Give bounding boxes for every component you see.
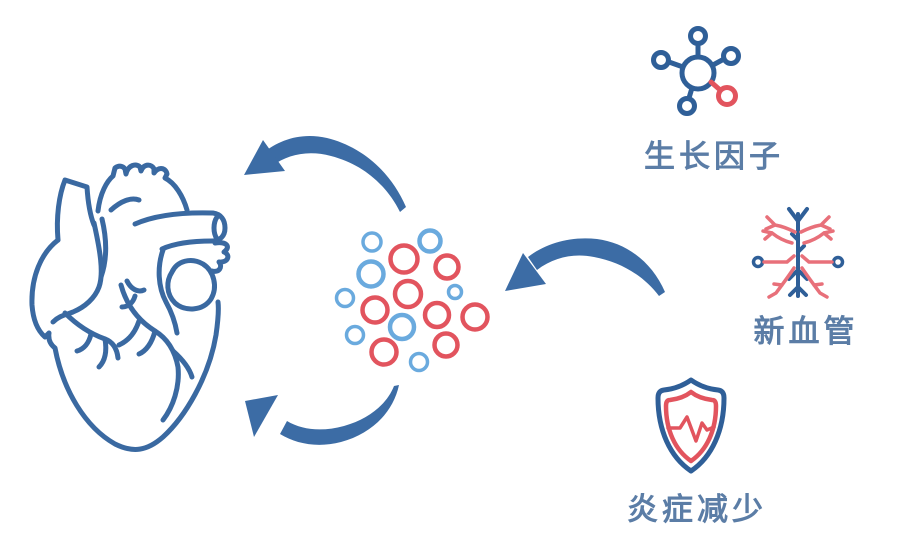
cluster-circle-red	[392, 278, 424, 310]
heart-auricle	[165, 258, 217, 312]
cluster-circle-blue	[417, 228, 443, 254]
heart-svc-vessel	[54, 177, 97, 243]
arrow-head	[245, 395, 278, 437]
reduced-inflammation-label: 炎症减少	[627, 492, 767, 527]
cluster-circle-blue	[387, 312, 417, 342]
vessel-end-node	[831, 255, 845, 269]
heart-pulmonary-tube	[132, 210, 228, 252]
capillary	[802, 229, 835, 245]
heart-top-vessel-2	[119, 293, 138, 310]
vessel-top-fork	[787, 207, 809, 223]
heart-coronary-branch-1	[116, 318, 142, 348]
cluster-circle-red	[432, 331, 460, 359]
molecule-node-red	[716, 85, 738, 107]
arrow-head	[244, 140, 285, 175]
heart-arch-inner-line	[108, 196, 142, 213]
heart-coronary-branch-2	[136, 328, 158, 357]
arrow-body	[280, 385, 399, 445]
molecule-core	[679, 54, 717, 92]
growth-factors-label: 生长因子	[644, 139, 784, 174]
heart-left-coronary-branch-2	[96, 336, 109, 370]
capillary-branches-left	[761, 215, 797, 299]
capillary	[767, 266, 796, 299]
arrow-head	[505, 253, 546, 291]
cluster-circle-red	[388, 243, 420, 275]
capillary-branches-right	[799, 215, 835, 299]
new-vessels-label: 新血管	[753, 314, 859, 349]
cluster-circle-blue	[356, 259, 386, 289]
shield-inner	[663, 389, 719, 464]
cluster-circle-blue	[361, 231, 383, 253]
heart-illustration	[29, 162, 231, 452]
heart-interior-divider	[50, 220, 104, 325]
cell-particle-cluster	[334, 228, 490, 373]
vessel-bottom-chevron	[787, 268, 809, 281]
capillary	[800, 266, 829, 299]
cluster-circle-red	[433, 253, 461, 281]
heart-right-divider	[156, 247, 180, 336]
molecule-node	[651, 50, 671, 70]
capillary	[761, 229, 794, 245]
heart-body-outline	[29, 237, 221, 452]
vessel-side-stub	[790, 232, 800, 242]
heart-left-coronary-branch-1	[74, 331, 94, 354]
cluster-circle-red	[422, 300, 452, 330]
shield-outer	[655, 377, 727, 474]
arrow-cluster-to-heart-bottom	[245, 385, 399, 445]
cluster-circle-red	[460, 302, 490, 332]
heart-tube-opening	[211, 214, 220, 242]
heartbeat-line	[666, 415, 716, 443]
heart-coronary-branch-3	[170, 348, 195, 380]
shield-heartbeat-icon	[655, 377, 727, 474]
molecule-node	[721, 46, 741, 66]
capillary	[799, 215, 832, 234]
arrow-factors-to-cluster	[505, 238, 665, 296]
heart-right-stubs	[209, 240, 231, 274]
arrow-body	[528, 238, 665, 296]
heart-aortic-arch	[95, 162, 190, 214]
capillary	[764, 215, 797, 234]
cluster-circle-red	[369, 337, 399, 367]
cluster-circle-blue	[408, 351, 430, 373]
cluster-circle-red	[360, 295, 390, 325]
capillary	[762, 254, 796, 264]
cluster-circle-blue	[334, 287, 356, 309]
molecule-icon	[651, 26, 741, 116]
cluster-circle-blue	[344, 324, 366, 346]
heart-pulmonary-root	[98, 216, 109, 280]
vessel-end-node	[751, 255, 765, 269]
arrow-cluster-to-heart-top	[244, 135, 406, 212]
molecule-bond	[666, 59, 686, 70]
molecule-node	[677, 96, 697, 116]
molecule-node	[688, 26, 708, 46]
arrow-body	[263, 135, 406, 212]
vessel-side-stub	[796, 244, 806, 254]
blood-vessel-icon	[751, 207, 845, 299]
capillary	[800, 254, 834, 264]
molecule-bond-red	[708, 79, 722, 92]
vessel-bottom-chevron	[788, 285, 808, 297]
heart-top-vessel-1	[124, 278, 147, 294]
heart-coronary-main	[118, 282, 181, 423]
cluster-circle-blue	[446, 283, 464, 301]
